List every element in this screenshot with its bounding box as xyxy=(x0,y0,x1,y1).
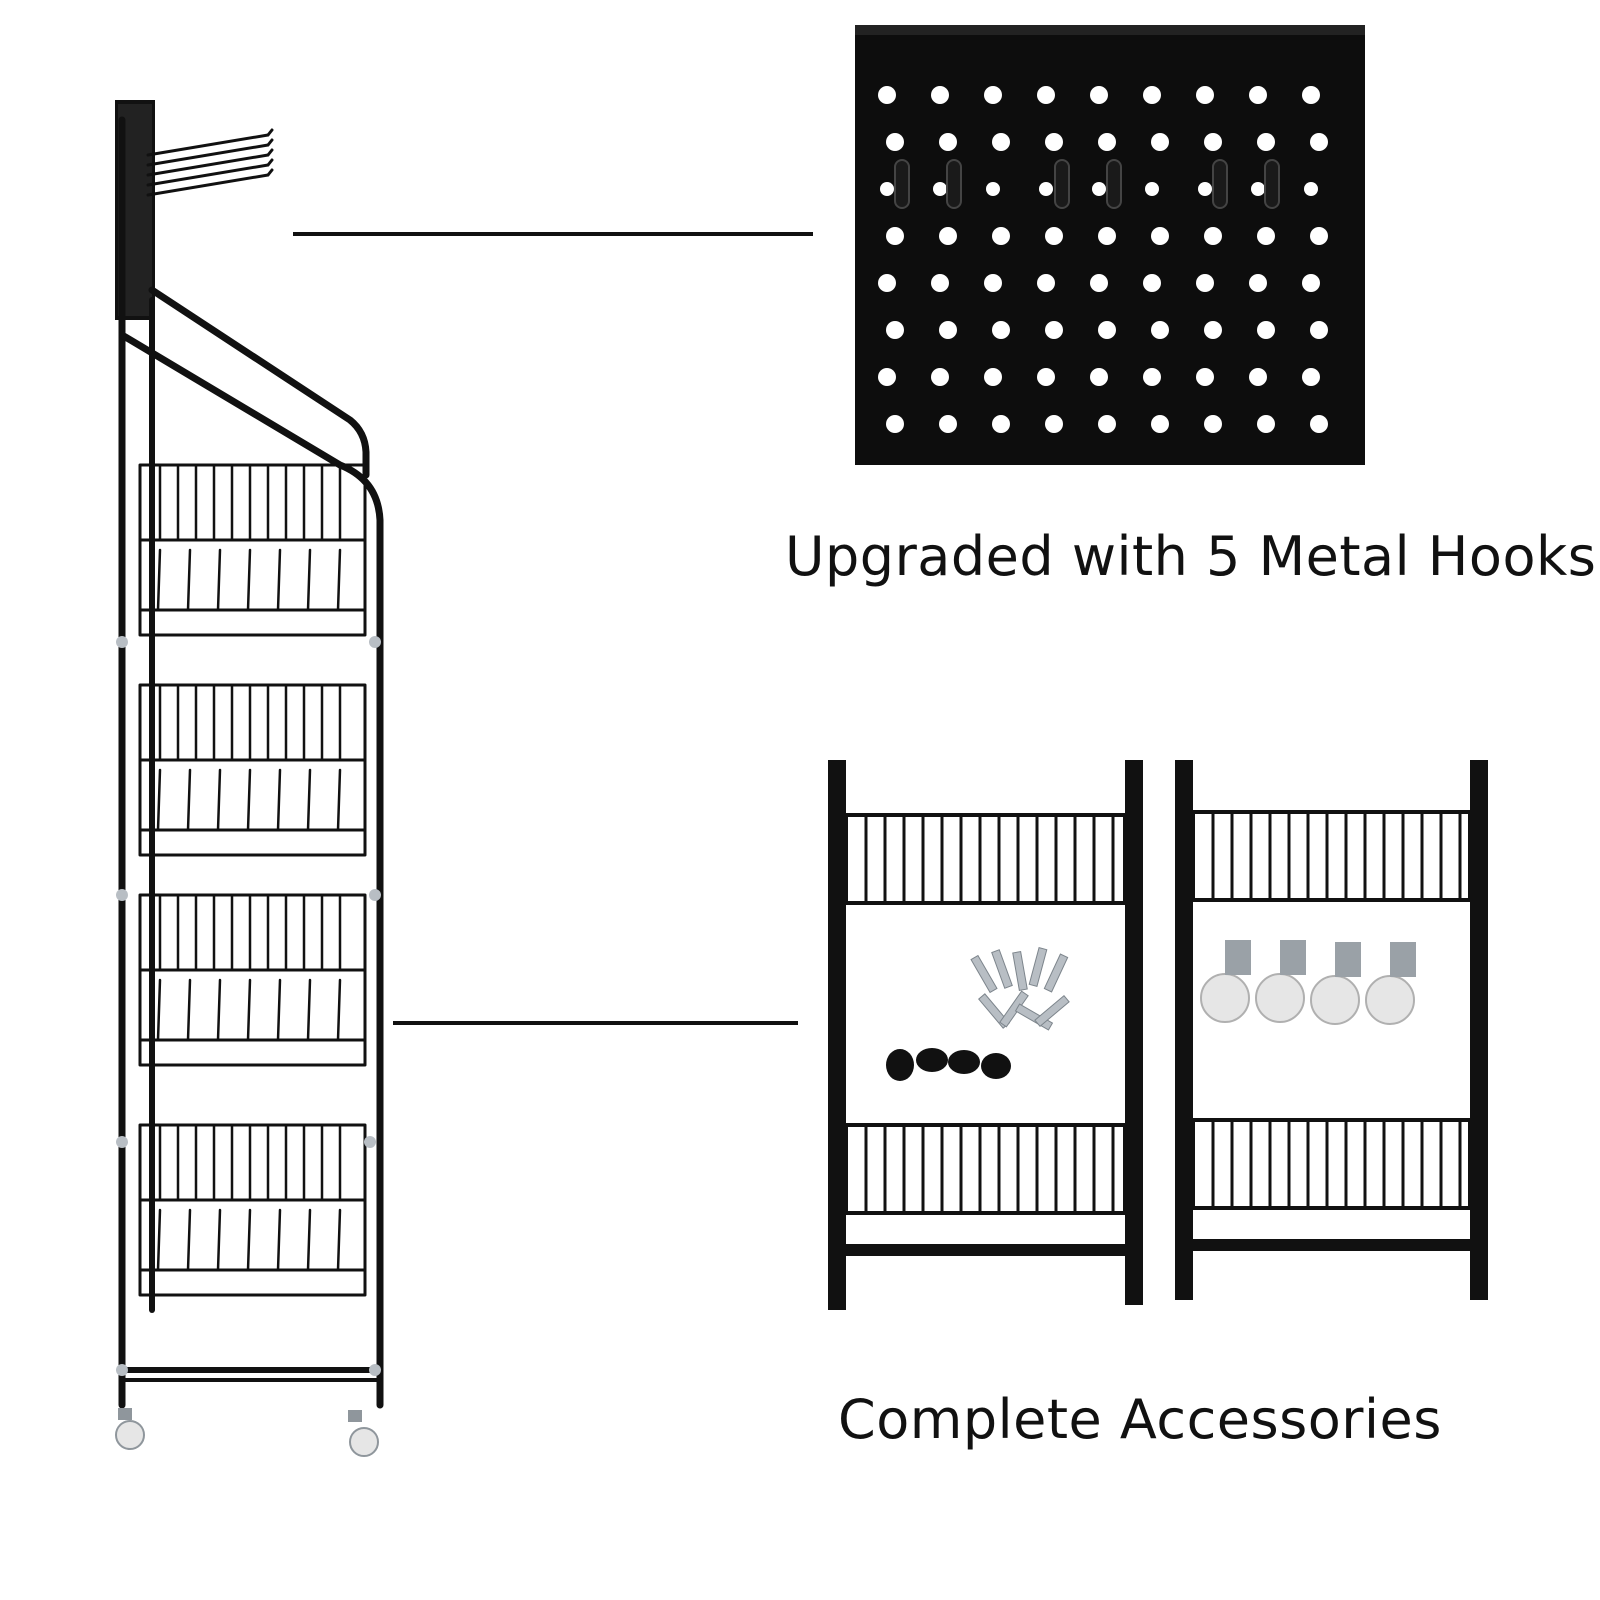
peg-hole xyxy=(1302,86,1320,104)
peg-hole xyxy=(1090,274,1108,292)
peg-hole xyxy=(1249,274,1267,292)
peg-hole xyxy=(1098,133,1116,151)
peg-hole xyxy=(1151,321,1169,339)
peg-hole xyxy=(1045,415,1063,433)
peg-hole xyxy=(939,415,957,433)
peg-hole xyxy=(1204,227,1222,245)
peg-hole xyxy=(931,274,949,292)
peg-hole xyxy=(1045,321,1063,339)
peg-hole xyxy=(992,133,1010,151)
peg-hole xyxy=(1257,415,1275,433)
peg-hole xyxy=(992,321,1010,339)
peg-hole xyxy=(1039,182,1053,196)
peg-hole xyxy=(1090,86,1108,104)
peg-hole xyxy=(1196,368,1214,386)
caster-wheels xyxy=(1200,940,1416,1025)
peg-hole xyxy=(1045,227,1063,245)
peg-hole xyxy=(1310,321,1328,339)
storage-rack-illustration xyxy=(115,100,384,1457)
peg-hole xyxy=(1098,321,1116,339)
peg-hole xyxy=(992,415,1010,433)
metal-hook xyxy=(1212,159,1228,209)
peg-hole xyxy=(878,274,896,292)
peg-hole xyxy=(939,133,957,151)
metal-hook xyxy=(946,159,962,209)
peg-hole xyxy=(1204,321,1222,339)
peg-hole xyxy=(1151,415,1169,433)
peg-hole xyxy=(1143,274,1161,292)
peg-hole xyxy=(1151,227,1169,245)
peg-hole xyxy=(886,227,904,245)
peg-hole xyxy=(984,86,1002,104)
hooks-caption: Upgraded with 5 Metal Hooks xyxy=(785,525,1597,588)
peg-hole xyxy=(886,133,904,151)
peg-hole xyxy=(1302,368,1320,386)
accessories-caption: Complete Accessories xyxy=(838,1388,1442,1451)
leveling-feet xyxy=(886,1048,1011,1081)
peg-hole xyxy=(939,227,957,245)
peg-hole xyxy=(984,274,1002,292)
peg-hole xyxy=(878,86,896,104)
peg-hole xyxy=(992,227,1010,245)
peg-hole xyxy=(886,415,904,433)
peg-hole xyxy=(1098,415,1116,433)
peg-hole xyxy=(984,368,1002,386)
peg-hole xyxy=(1249,86,1267,104)
peg-hole xyxy=(1198,182,1212,196)
peg-hole xyxy=(1302,274,1320,292)
leader-line-bottom xyxy=(393,1021,798,1025)
peg-hole xyxy=(1143,368,1161,386)
peg-hole xyxy=(1257,227,1275,245)
peg-hole xyxy=(1304,182,1318,196)
peg-hole xyxy=(880,182,894,196)
peg-hole xyxy=(1310,415,1328,433)
peg-hole xyxy=(1204,133,1222,151)
peg-hole xyxy=(1037,86,1055,104)
peg-hole xyxy=(1196,86,1214,104)
peg-hole xyxy=(1310,227,1328,245)
pegboard-closeup xyxy=(855,25,1365,465)
peg-hole xyxy=(1098,227,1116,245)
peg-hole xyxy=(931,368,949,386)
metal-hook xyxy=(894,159,910,209)
screws xyxy=(970,946,1070,1031)
peg-hole xyxy=(878,368,896,386)
peg-hole xyxy=(1092,182,1106,196)
peg-hole xyxy=(886,321,904,339)
side-frames-illustration xyxy=(828,760,1488,1310)
peg-hole xyxy=(1151,133,1169,151)
peg-hole xyxy=(931,86,949,104)
peg-hole xyxy=(1204,415,1222,433)
peg-hole xyxy=(1196,274,1214,292)
peg-hole xyxy=(1045,133,1063,151)
peg-hole xyxy=(939,321,957,339)
metal-hook xyxy=(1106,159,1122,209)
peg-hole xyxy=(1310,133,1328,151)
peg-hole xyxy=(1090,368,1108,386)
peg-hole xyxy=(1143,86,1161,104)
peg-hole xyxy=(1251,182,1265,196)
peg-hole xyxy=(1145,182,1159,196)
leader-line-top xyxy=(293,232,813,236)
metal-hook xyxy=(1054,159,1070,209)
peg-hole xyxy=(1037,274,1055,292)
peg-hole xyxy=(1257,133,1275,151)
peg-hole xyxy=(1257,321,1275,339)
metal-hook xyxy=(1264,159,1280,209)
peg-hole xyxy=(986,182,1000,196)
peg-hole xyxy=(1249,368,1267,386)
peg-hole xyxy=(1037,368,1055,386)
peg-hole xyxy=(933,182,947,196)
